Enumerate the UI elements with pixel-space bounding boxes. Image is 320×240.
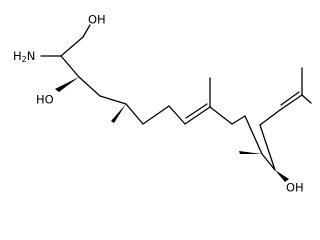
bond-c7-c8 xyxy=(168,105,186,125)
amino-n: N xyxy=(27,49,36,63)
bond-c4-c5 xyxy=(99,95,127,105)
amino-h: H xyxy=(13,49,22,63)
bond-c12-c13 xyxy=(261,153,276,171)
bond-c15-c16-double xyxy=(280,91,300,106)
bond-c16-methyl-2 xyxy=(301,94,312,104)
amino-label: H2N xyxy=(13,49,35,64)
wedge-c5-methyl xyxy=(111,104,126,123)
bond-c5-c6 xyxy=(125,103,144,125)
oh-bottom-label: OH xyxy=(286,181,304,195)
bond-c1-o xyxy=(82,24,91,38)
bond-c13-c14 xyxy=(259,124,276,171)
bond-c1-c2 xyxy=(60,36,84,57)
molecule-structure-canvas: OH H2N HO OH xyxy=(13,12,312,195)
bond-c8-c9-double xyxy=(185,103,208,119)
wedge-c3-oh xyxy=(55,77,79,92)
oh-left-label: HO xyxy=(36,93,54,107)
wedge-c13-oh xyxy=(275,170,289,182)
skeletal-formula: OH H2N HO OH xyxy=(13,13,312,195)
bond-c6-c7 xyxy=(142,105,170,125)
bond-c8-c9 xyxy=(184,106,211,125)
bond-c11-c12 xyxy=(244,115,263,155)
bond-c3-c4 xyxy=(78,76,101,97)
bond-c14-c15 xyxy=(259,109,281,126)
bond-c10-c11 xyxy=(231,115,246,125)
bond-c9-c10 xyxy=(209,106,233,125)
bond-c15-c16 xyxy=(279,94,303,111)
oh-top-label: OH xyxy=(88,13,106,27)
bond-c2-c3 xyxy=(60,55,80,78)
amino-subscript: 2 xyxy=(22,55,27,64)
wedge-c12-methyl xyxy=(239,151,262,154)
